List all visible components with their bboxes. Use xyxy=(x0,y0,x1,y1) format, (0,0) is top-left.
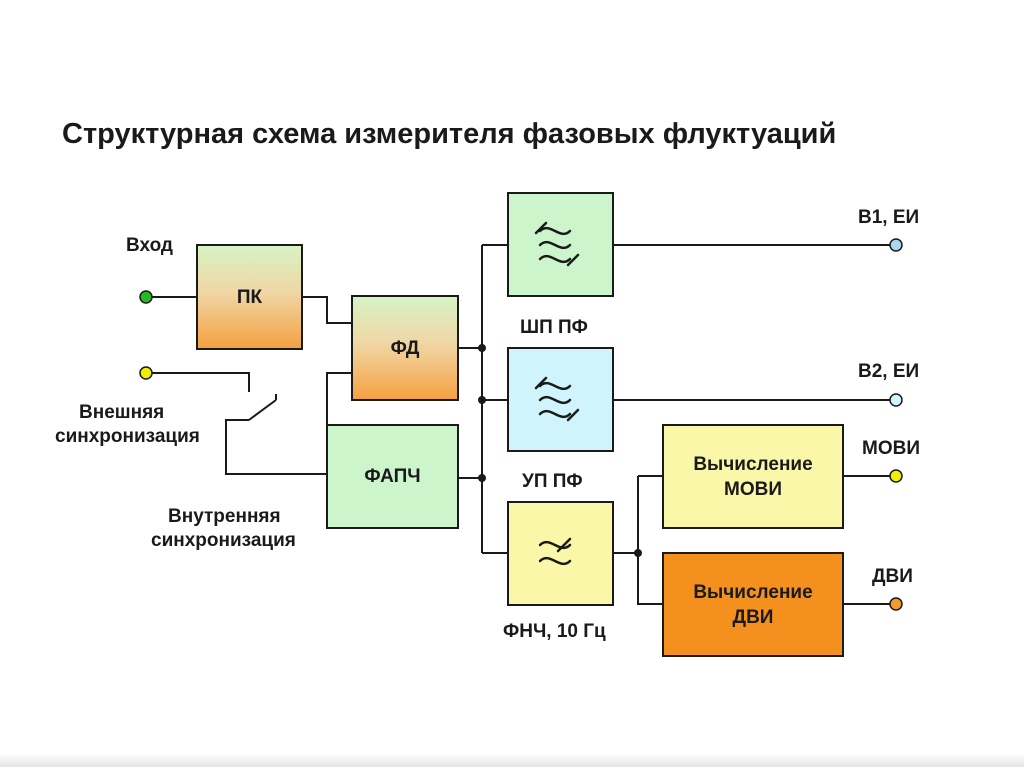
block-shp-pf xyxy=(507,192,614,297)
junction-bus-fd xyxy=(478,344,486,352)
output-b1-label: В1, ЕИ xyxy=(858,207,920,228)
block-pk-label: ПК xyxy=(236,286,263,308)
junction-bus-fapch xyxy=(478,474,486,482)
sync-switch-blade xyxy=(248,399,277,421)
terminals xyxy=(139,238,903,611)
filter-symbols xyxy=(534,221,580,566)
ext-sync-label-line2: синхронизация xyxy=(55,426,200,447)
wire-pk-fd xyxy=(302,296,352,324)
bandpass-icon-up xyxy=(534,376,580,422)
ext-sync-label-line1: Внешняя xyxy=(79,402,165,423)
terminal-movi xyxy=(889,469,903,483)
diagram-title: Структурная схема измерителя фазовых флу… xyxy=(62,118,837,150)
block-fd xyxy=(351,295,459,401)
dvi-calc-line1: Вычисление xyxy=(693,581,813,603)
junction-bus-up xyxy=(478,396,486,404)
terminal-b2 xyxy=(889,393,903,407)
bandpass-icon-shp xyxy=(534,221,580,267)
block-fapch-label: ФАПЧ xyxy=(364,466,421,487)
input-label: Вход xyxy=(126,235,173,256)
movi-calc-line1: Вычисление xyxy=(693,453,813,475)
block-movi-calc xyxy=(662,424,844,529)
shp-pf-label: ШП ПФ xyxy=(520,317,588,338)
output-movi-label: МОВИ xyxy=(862,438,920,459)
up-pf-label: УП ПФ xyxy=(522,471,583,492)
int-sync-label-line2: синхронизация xyxy=(151,530,296,551)
junction-fnch-split xyxy=(634,549,642,557)
wire-int-sync xyxy=(225,419,327,475)
terminal-input xyxy=(139,290,153,304)
block-pk xyxy=(196,244,303,350)
output-b2-label: В2, ЕИ xyxy=(858,361,920,382)
block-dvi-calc xyxy=(662,552,844,657)
movi-calc-line2: МОВИ xyxy=(724,478,782,500)
lowpass-icon-fnch xyxy=(538,537,572,566)
block-up-pf xyxy=(507,347,614,452)
block-fapch xyxy=(326,424,459,529)
block-fnch xyxy=(507,501,614,606)
block-fd-label: ФД xyxy=(390,337,420,359)
int-sync-label-line1: Внутренняя xyxy=(168,506,281,527)
slide-bottom-edge xyxy=(0,753,1024,767)
output-dvi-label: ДВИ xyxy=(872,566,913,587)
fnch-label: ФНЧ, 10 Гц xyxy=(503,621,606,642)
wire-split-movi xyxy=(637,476,663,605)
junctions xyxy=(478,344,642,557)
block-dvi-calc-label: Вычисление ДВИ xyxy=(663,553,843,656)
wire-ext-sync xyxy=(152,372,250,386)
terminal-dvi xyxy=(889,597,903,611)
terminal-b1 xyxy=(889,238,903,252)
dvi-calc-line2: ДВИ xyxy=(732,606,774,628)
terminal-ext-sync xyxy=(139,366,153,380)
blocks xyxy=(196,192,844,657)
block-movi-calc-label: Вычисление МОВИ xyxy=(663,425,843,528)
